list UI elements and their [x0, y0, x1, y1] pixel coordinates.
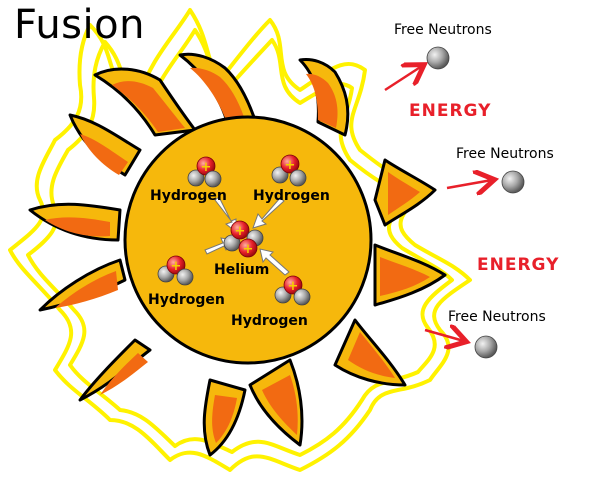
svg-text:+: + — [171, 259, 182, 274]
label-energy-2: ENERGY — [477, 255, 560, 275]
hydrogen-particles-bottom-left: + — [157, 255, 194, 286]
svg-text:+: + — [288, 279, 299, 294]
output-arrows — [384, 66, 492, 341]
label-energy-1: ENERGY — [409, 101, 492, 121]
label-helium: Helium — [214, 262, 270, 278]
output-arrow-1 — [384, 66, 422, 92]
hydrogen-particles-top-right: + — [271, 154, 307, 187]
svg-text:+: + — [243, 242, 254, 257]
output-arrow-2 — [446, 180, 492, 188]
label-free-neutrons-2: Free Neutrons — [456, 146, 554, 162]
hydrogen-particles-bottom-right: + — [274, 275, 311, 306]
label-free-neutrons-1: Free Neutrons — [394, 22, 492, 38]
svg-text:+: + — [235, 224, 246, 239]
free-neutron-1 — [426, 46, 450, 70]
diagram-title: Fusion — [14, 2, 145, 48]
svg-text:+: + — [285, 158, 296, 173]
hydrogen-particles-top-left: + — [187, 156, 222, 188]
label-hydrogen-top-left: Hydrogen — [150, 188, 227, 204]
free-neutron-2 — [501, 170, 525, 194]
svg-text:+: + — [201, 160, 212, 175]
label-hydrogen-top-right: Hydrogen — [253, 188, 330, 204]
label-hydrogen-bottom-left: Hydrogen — [148, 292, 225, 308]
output-arrow-3 — [424, 330, 464, 341]
sun-glow — [8, 8, 472, 472]
label-free-neutrons-3: Free Neutrons — [448, 309, 546, 325]
free-neutron-3 — [474, 335, 498, 359]
sun-petal-inner — [45, 67, 430, 443]
label-hydrogen-bottom-right: Hydrogen — [231, 313, 308, 329]
helium-particles: + + — [223, 220, 264, 258]
